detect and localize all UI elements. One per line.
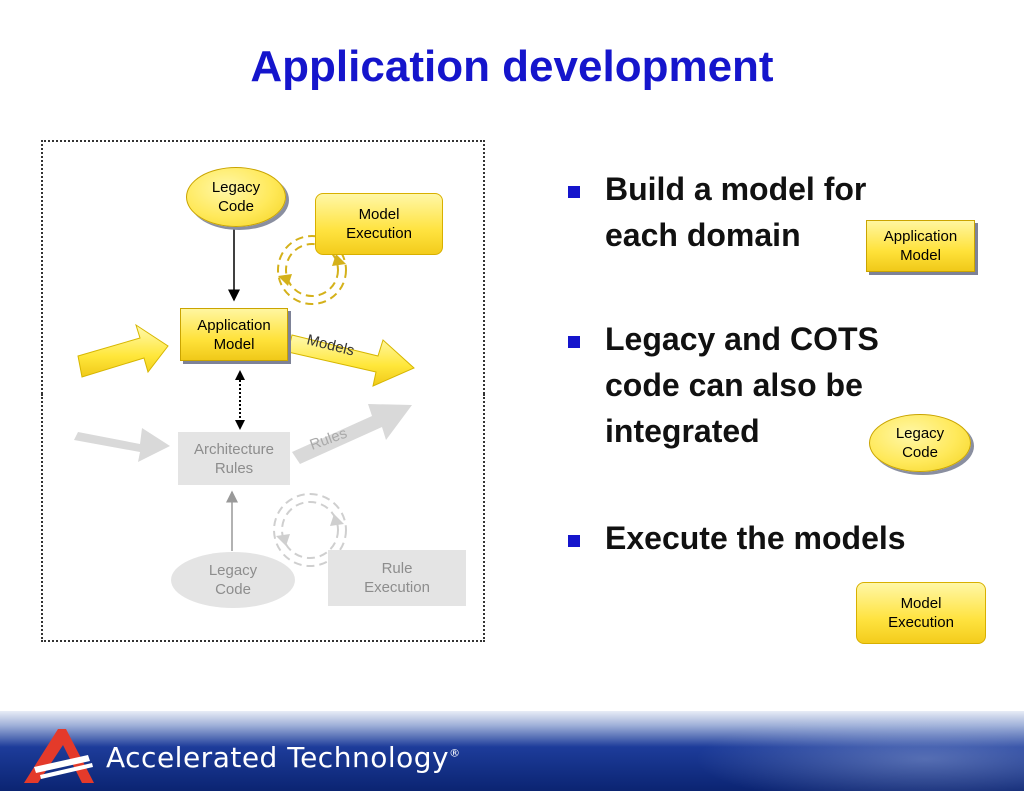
- bullet-1-badge: Application Model: [866, 220, 975, 272]
- application-model-node: Application Model: [180, 308, 288, 361]
- slide-title: Application development: [250, 42, 774, 91]
- architecture-rules-node: Architecture Rules: [178, 432, 290, 485]
- bullet-2-badge: Legacy Code: [869, 414, 971, 472]
- rules-arrow: [292, 404, 412, 464]
- company-name: Accelerated Technology®: [106, 741, 461, 774]
- input-arrow-grey: [74, 428, 170, 462]
- diagram-frame-bottom: [41, 394, 485, 642]
- rule-execution-loop: [273, 493, 347, 567]
- bullet-3-text: Execute the models: [605, 520, 906, 556]
- legacy-code-grey-node: Legacy Code: [171, 552, 295, 608]
- footer-banner: Accelerated Technology®: [0, 711, 1024, 791]
- input-arrow-yellow: [77, 323, 169, 378]
- bullet-2-marker: [568, 336, 580, 348]
- model-execution-node: Model Execution: [315, 193, 443, 255]
- rule-execution-node: Rule Execution: [328, 550, 466, 606]
- company-name-text: Accelerated Technology: [106, 741, 450, 774]
- footer-decoration: [694, 711, 1024, 791]
- company-logo-icon: [24, 729, 94, 783]
- bullet-3-marker: [568, 535, 580, 547]
- bullet-2-text: Legacy and COTS code can also be integra…: [605, 321, 879, 449]
- trademark-symbol: ®: [449, 746, 461, 760]
- bullet-1-marker: [568, 186, 580, 198]
- legacy-code-node: Legacy Code: [186, 167, 286, 227]
- bullet-3-badge: Model Execution: [856, 582, 986, 644]
- model-execution-loop: [277, 235, 347, 305]
- diagram-connectors: Models Rules: [74, 228, 415, 567]
- bullet-1-text: Build a model for each domain: [605, 171, 867, 253]
- models-arrow: [287, 334, 415, 387]
- diagram-frame-top: [41, 140, 485, 394]
